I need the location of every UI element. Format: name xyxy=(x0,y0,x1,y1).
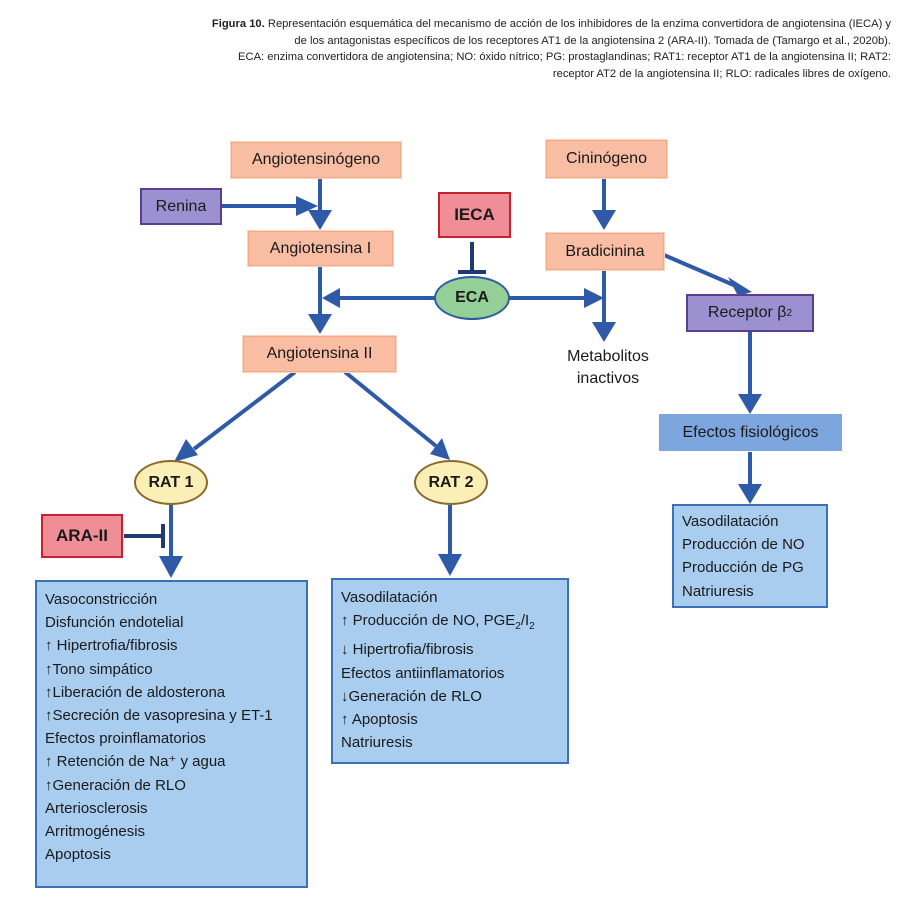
node-efectos-fisiologicos: Efectos fisiológicos xyxy=(659,414,842,451)
node-eca: ECA xyxy=(434,276,510,320)
list-item: Efectos antiinflamatorios xyxy=(341,664,505,682)
list-item: Arritmogénesis xyxy=(45,823,146,841)
node-rat1: RAT 1 xyxy=(134,460,208,505)
list-item: ↑Secreción de vasopresina y ET-1 xyxy=(45,707,273,725)
list-item: Vasodilatación xyxy=(682,513,779,530)
arrowhead xyxy=(728,277,752,296)
caption-line-2: de los antagonistas específicos de los r… xyxy=(294,34,891,47)
list-item: Vasoconstricción xyxy=(45,591,158,608)
list-item: Arteriosclerosis xyxy=(45,799,148,817)
list-b2-effects: Vasodilatación Producción de NO Producci… xyxy=(672,504,828,608)
arrowhead xyxy=(159,556,183,578)
arrowhead xyxy=(592,210,616,230)
figure-label: Figura 10. xyxy=(211,18,265,30)
arrowhead xyxy=(584,288,604,308)
list-rat1-effects: Vasoconstricción Disfunción endotelial ↑… xyxy=(35,580,308,888)
list-item: Vasodilatación xyxy=(341,589,438,606)
list-item: ↑Generación de RLO xyxy=(45,776,186,794)
node-renina: Renina xyxy=(140,188,222,225)
node-angiotensina-ii: Angiotensina II xyxy=(243,336,396,372)
figure-caption: Figura 10. Representación esquemática de… xyxy=(31,16,891,82)
node-bradicinina: Bradicinina xyxy=(546,233,664,270)
arrow-bradicinina-to-receptor-b2 xyxy=(663,253,737,288)
list-rat2-effects: Vasodilatación ↑ Producción de NO, PGE2/… xyxy=(331,578,569,764)
arrowhead xyxy=(322,288,340,308)
node-ieca: IECA xyxy=(438,192,511,238)
list-item: ↑ Hipertrofia/fibrosis xyxy=(45,637,178,655)
arrowhead xyxy=(174,439,198,462)
node-metabolitos-inactivos: Metabolitos inactivos xyxy=(567,348,649,387)
caption-line-3: ECA: enzima convertidora de angiotensina… xyxy=(238,51,891,63)
node-angiotensina-i: Angiotensina I xyxy=(248,231,393,266)
node-angiotensinogeno: Angiotensinógeno xyxy=(231,142,401,178)
node-cininogeno: Cininógeno xyxy=(546,140,667,178)
list-item: ↑Liberación de aldosterona xyxy=(45,683,226,701)
node-ara-ii: ARA-II xyxy=(41,514,123,558)
list-item: ↓Generación de RLO xyxy=(341,687,482,705)
arrowhead xyxy=(438,554,462,576)
arrowhead xyxy=(738,394,762,414)
list-item: Natriuresis xyxy=(682,582,754,600)
node-rat2: RAT 2 xyxy=(414,460,488,505)
arrowhead xyxy=(430,438,450,460)
arrowhead xyxy=(308,210,332,230)
list-item: Apoptosis xyxy=(45,846,111,864)
caption-line-1: Figura 10. Representación esquemática de… xyxy=(211,18,891,30)
list-item: Disfunción endotelial xyxy=(45,614,184,632)
caption-line-4: receptor AT2 de la angiotensina II; RLO:… xyxy=(552,67,891,80)
list-item: ↑ Retención de Na⁺ y agua xyxy=(45,753,226,771)
arrowhead xyxy=(738,484,762,504)
arrowhead xyxy=(308,314,332,334)
arrowhead xyxy=(296,196,318,216)
list-item: Efectos proinflamatorios xyxy=(45,730,206,748)
list-item: Natriuresis xyxy=(341,734,413,752)
list-item: ↑ Producción de NO, PGE2/I2 xyxy=(341,612,535,633)
list-item: ↑Tono simpático xyxy=(45,660,153,678)
list-item: Producción de PG xyxy=(682,559,804,577)
arrow-ang-ii-to-rat1 xyxy=(192,370,297,451)
list-item: ↑ Apoptosis xyxy=(341,711,418,729)
arrow-ang-ii-to-rat2 xyxy=(343,370,438,448)
list-item: Producción de NO xyxy=(682,536,805,554)
arrowhead xyxy=(592,322,616,342)
list-item: ↓ Hipertrofia/fibrosis xyxy=(341,641,474,659)
